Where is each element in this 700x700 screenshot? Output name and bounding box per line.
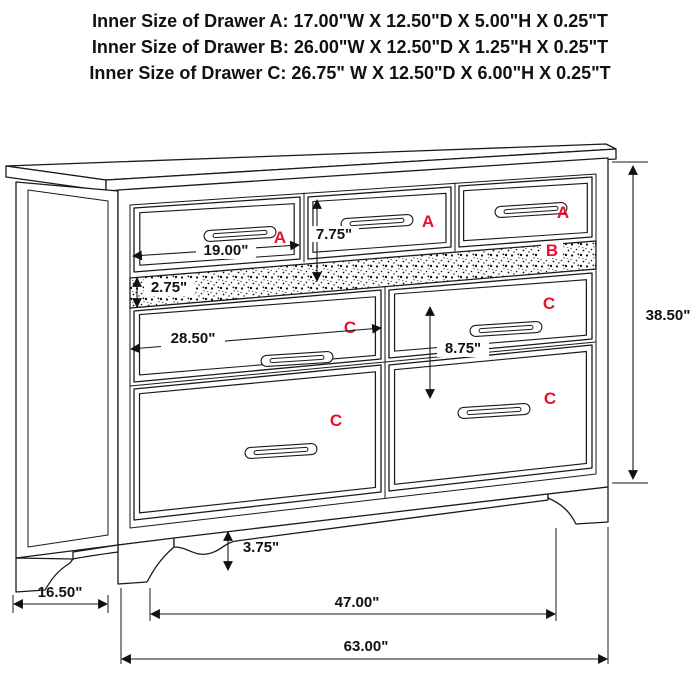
dim-overall-height: 38.50" (612, 161, 698, 484)
dim-label-2-75: 2.75" (151, 279, 187, 296)
dim-label-7-75: 7.75" (316, 226, 352, 243)
dim-jewelry-drawer-height: 2.75" (132, 277, 194, 308)
label-drawer-b: B (546, 241, 558, 260)
dim-label-19-00: 19.00" (204, 242, 249, 259)
drawer-c-left1-face (133, 289, 382, 383)
label-drawer-c-right1: C (543, 294, 555, 313)
dresser-left-side-panel (15, 181, 119, 559)
dim-leg-span: 47.00" (149, 528, 557, 621)
carcase-dividers (129, 182, 597, 499)
dim-label-63-00: 63.00" (344, 638, 389, 655)
dim-label-38-50: 38.50" (646, 307, 691, 324)
dresser-top-slab (5, 143, 617, 192)
drawer-c-left2-face (133, 364, 382, 521)
drawer-a3-face (458, 176, 593, 248)
title-line-drawer-c: Inner Size of Drawer C: 26.75" W X 12.50… (89, 63, 611, 83)
drawer-c-right2-face (388, 344, 593, 492)
title-block: Inner Size of Drawer A: 17.00"W X 12.50"… (0, 8, 700, 86)
dim-drawer-a-width: 19.00" (132, 240, 300, 261)
title-line-drawer-a: Inner Size of Drawer A: 17.00"W X 12.50"… (92, 11, 608, 31)
dim-label-16-50: 16.50" (38, 584, 83, 601)
label-drawer-c-right2: C (544, 389, 556, 408)
dim-label-47-00: 47.00" (335, 594, 380, 611)
dim-drawer-c-width: 28.50" (130, 323, 382, 354)
drawer-a2-face (307, 186, 452, 260)
label-drawer-c-left2: C (330, 411, 342, 430)
label-drawer-a1: A (274, 228, 286, 247)
dresser-front-face (117, 157, 609, 546)
dim-label-28-50: 28.50" (171, 330, 216, 347)
dim-label-8-75: 8.75" (445, 340, 481, 357)
dim-drawer-c-height: 8.75" (425, 306, 489, 399)
drawer-c-right1-face (388, 272, 593, 359)
dim-side-depth: 16.50" (12, 584, 109, 613)
dresser-feet (15, 486, 609, 593)
dim-foot-height: 3.75" (223, 531, 279, 571)
dim-top-section-height: 7.75" (310, 199, 359, 282)
dim-label-3-75: 3.75" (243, 539, 279, 556)
dim-overall-width: 63.00" (120, 527, 609, 664)
label-drawer-c-left1: C (344, 318, 356, 337)
label-drawer-a2: A (422, 212, 434, 231)
label-drawer-a3: A (557, 203, 569, 222)
title-line-drawer-b: Inner Size of Drawer B: 26.00"W X 12.50"… (91, 37, 609, 57)
drawer-b-sparkle-strip (129, 240, 597, 309)
